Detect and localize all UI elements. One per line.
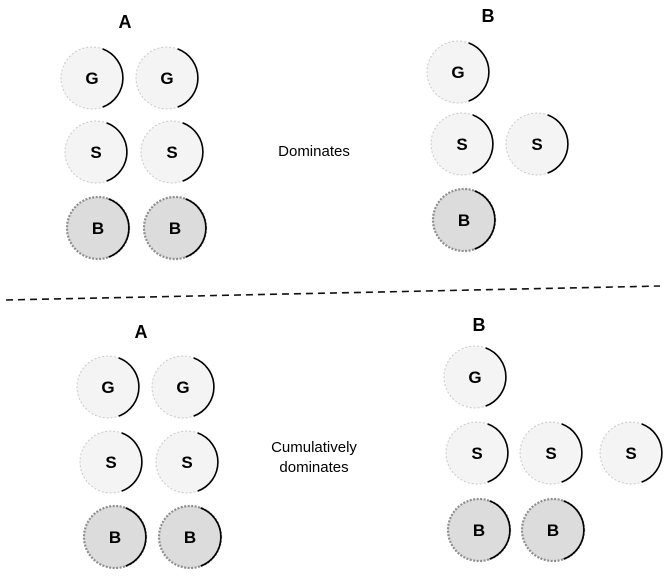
medal-letter: B — [458, 211, 470, 230]
silver-medal: S — [445, 421, 509, 485]
bronze-medal: B — [431, 187, 497, 253]
medal-rim — [641, 423, 663, 483]
medal-letter: B — [547, 521, 559, 540]
bottom-relation-label-line1: Cumulatively — [271, 439, 357, 456]
medal-rim — [108, 198, 130, 258]
bronze-medal: B — [142, 195, 208, 261]
bottom-right-medal-set: G S S S B B — [443, 345, 663, 563]
silver-medal: S — [430, 112, 494, 176]
medal-rim — [185, 198, 207, 258]
medal-letter: B — [92, 219, 104, 238]
bronze-medal: B — [520, 497, 586, 563]
top-right-medal-set: G S S B — [426, 40, 569, 253]
medal-rim — [121, 432, 143, 492]
bronze-medal: B — [157, 504, 223, 570]
medal-rim — [102, 48, 124, 108]
medal-letter: S — [471, 444, 482, 463]
medal-letter: G — [468, 368, 481, 387]
bronze-medal: B — [65, 195, 131, 261]
medal-rim — [182, 122, 204, 182]
silver-medal: S — [599, 421, 663, 485]
medal-letter: S — [456, 135, 467, 154]
medal-letter: B — [473, 521, 485, 540]
medal-letter: G — [451, 63, 464, 82]
medal-letter: S — [166, 143, 177, 162]
medal-letter: G — [85, 69, 98, 88]
medal-rim — [472, 114, 494, 174]
medal-rim — [193, 357, 215, 417]
medal-rim — [177, 48, 199, 108]
bottom-left-set-label: A — [135, 322, 148, 342]
top-left-medal-set: G G S S B B — [60, 46, 208, 261]
medal-rim — [474, 190, 496, 250]
gold-medal: G — [60, 46, 124, 110]
gold-medal: G — [135, 46, 199, 110]
silver-medal: S — [505, 112, 569, 176]
medal-letter: S — [105, 453, 116, 472]
panel-separator — [5, 285, 661, 301]
medal-letter: B — [184, 528, 196, 547]
medal-letter: S — [181, 453, 192, 472]
gold-medal: G — [151, 355, 215, 419]
medal-rim — [489, 500, 511, 560]
medal-rim — [200, 507, 222, 567]
medal-rim — [487, 423, 509, 483]
gold-medal: G — [443, 345, 507, 409]
medal-rim — [563, 500, 585, 560]
bottom-right-set-label: B — [473, 315, 486, 335]
silver-medal: S — [140, 120, 204, 184]
medal-letter: B — [109, 528, 121, 547]
bronze-medal: B — [446, 497, 512, 563]
silver-medal: S — [519, 421, 583, 485]
medal-letter: S — [90, 143, 101, 162]
medal-rim — [547, 114, 569, 174]
bronze-medal: B — [82, 504, 148, 570]
top-relation-label: Dominates — [278, 143, 350, 160]
medal-letter: S — [545, 444, 556, 463]
top-left-set-label: A — [119, 12, 132, 32]
medal-rim — [125, 507, 147, 567]
silver-medal: S — [64, 120, 128, 184]
medal-letter: B — [169, 219, 181, 238]
medal-letter: G — [160, 69, 173, 88]
medal-rim — [468, 42, 490, 102]
gold-medal: G — [426, 40, 490, 104]
medal-letter: G — [176, 378, 189, 397]
medal-rim — [118, 357, 140, 417]
top-right-set-label: B — [482, 6, 495, 26]
bottom-relation-label-line2: dominates — [279, 459, 348, 476]
medal-rim — [106, 122, 128, 182]
bottom-left-medal-set: G G S S B B — [76, 355, 223, 570]
medal-rim — [197, 432, 219, 492]
medal-rim — [561, 423, 583, 483]
silver-medal: S — [155, 430, 219, 494]
medal-letter: G — [101, 378, 114, 397]
medal-letter: S — [625, 444, 636, 463]
silver-medal: S — [79, 430, 143, 494]
medal-letter: S — [531, 135, 542, 154]
gold-medal: G — [76, 355, 140, 419]
medal-rim — [485, 347, 507, 407]
